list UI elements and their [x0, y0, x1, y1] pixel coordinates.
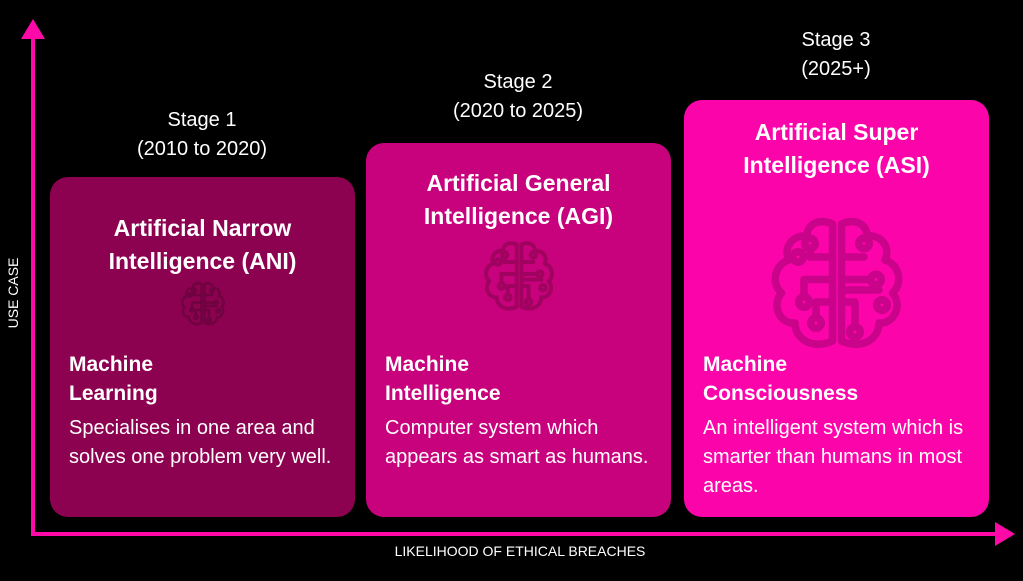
y-axis-line [31, 35, 35, 536]
card-description: An intelligent system which is smarter t… [703, 417, 964, 497]
stage-name: Stage 1 [167, 109, 237, 131]
x-axis-arrow-icon [995, 522, 1015, 546]
title-line: Intelligence (ANI) [108, 248, 297, 274]
stage-period: (2010 to 2020) [136, 138, 268, 160]
stage-name: Stage 3 [801, 29, 871, 51]
subtitle-line: Machine [385, 353, 470, 376]
title-line: Intelligence (ASI) [743, 152, 930, 178]
subtitle-line: Learning [69, 382, 158, 405]
card-description: Computer system which appears as smart a… [385, 417, 649, 468]
card-description: Specialises in one area and solves one p… [69, 417, 332, 468]
stage-label: Stage 1 (2010 to 2020) [52, 106, 352, 164]
stage-period: (2020 to 2025) [452, 100, 584, 122]
brain-circuit-icon [771, 217, 902, 349]
brain-circuit-icon [483, 241, 554, 311]
y-axis-label: USE CASE [5, 257, 21, 329]
stage-label: Stage 2 (2020 to 2025) [368, 68, 668, 126]
title-line: Intelligence (AGI) [423, 203, 614, 229]
subtitle-line: Machine [703, 353, 788, 376]
stage-period: (2025+) [801, 58, 871, 80]
x-axis-line [31, 532, 999, 536]
brain-circuit-icon [180, 281, 225, 326]
subtitle-line: Machine [69, 353, 154, 376]
title-line: Artificial Narrow [113, 215, 292, 241]
title-line: Artificial Super [754, 119, 919, 145]
stage-name: Stage 2 [483, 71, 553, 93]
x-axis-label: LIKELIHOOD OF ETHICAL BREACHES [394, 543, 646, 559]
title-line: Artificial General [426, 170, 611, 196]
stage-label: Stage 3 (2025+) [686, 26, 986, 84]
subtitle-line: Intelligence [385, 382, 501, 405]
y-axis-arrow-icon [21, 19, 45, 39]
subtitle-line: Consciousness [703, 382, 859, 405]
